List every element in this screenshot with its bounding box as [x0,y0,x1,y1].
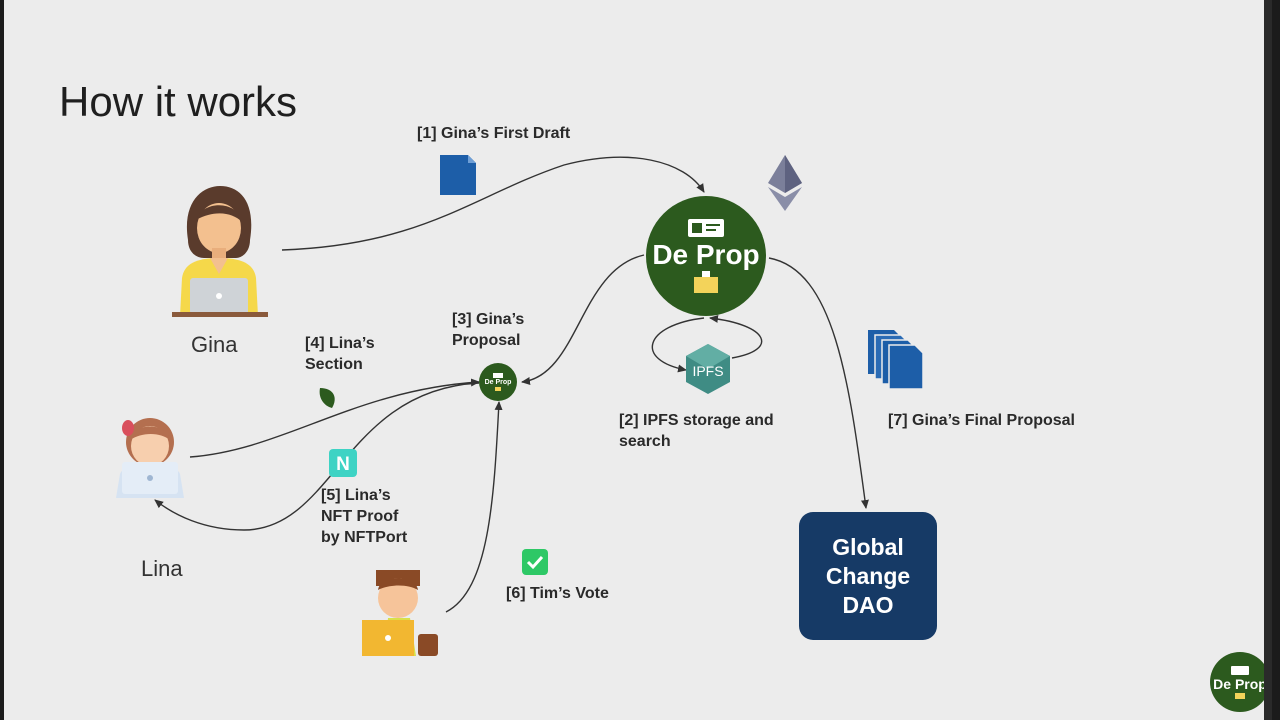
arrow-tim-to-proposal [445,401,503,613]
deprop-small-label: De Prop [484,379,512,386]
ethereum-icon [768,155,802,211]
tim-avatar [362,570,438,656]
ballot-box-icon [694,271,718,293]
document-icon [440,155,476,195]
ballot-box-icon [495,387,501,391]
nftport-text: N [336,454,350,475]
checkbox-icon [522,549,548,575]
label-step2: [2] IPFS storage and search [619,412,774,450]
card-icon [493,373,503,378]
label-step1: [1] Gina’s First Draft [417,125,571,142]
global-change-dao-node: Global Change DAO [799,512,937,640]
slide-title: How it works [59,78,298,125]
arrow-ipfs-loop-right [709,314,763,359]
gina-name: Gina [191,332,238,357]
arrow-deprop-to-proposal [521,254,645,385]
label-step4: [4] Lina’s Section [305,335,375,373]
arrow-ipfs-loop-left [651,317,705,373]
arrow-deprop-to-dao [768,257,869,509]
stacked-documents-icon [868,330,924,390]
slide: How it works [1] Gina’s First Draft [2] … [4,0,1272,720]
deprop-main-node: De Prop [646,196,766,316]
card-icon [1231,665,1249,675]
deprop-proposal-node: De Prop [479,363,517,401]
leaf-icon [319,388,335,408]
arrow-gina-to-deprop [281,156,705,251]
label-step6: [6] Tim’s Vote [506,585,609,602]
arrow-lina-to-proposal [189,378,480,458]
lina-name: Lina [141,556,183,581]
lina-avatar [116,418,184,498]
deprop-corner-label: De Prop [1213,675,1267,692]
arrow-proposal-to-lina [154,382,480,531]
ipfs-icon: IPFS [686,344,730,394]
label-step3: [3] Gina’s Proposal [452,311,525,349]
label-step7: [7] Gina’s Final Proposal [888,412,1075,429]
flow-arrows [154,156,869,613]
label-step5: [5] Lina’s NFT Proof by NFTPort [321,487,408,546]
ballot-box-icon [1235,692,1245,699]
ipfs-text: IPFS [692,363,723,379]
deprop-corner-logo: De Prop [1210,652,1270,712]
card-icon [688,219,724,237]
deprop-main-label: De Prop [652,239,760,270]
gina-avatar [172,186,268,317]
nftport-icon: N [329,449,357,477]
